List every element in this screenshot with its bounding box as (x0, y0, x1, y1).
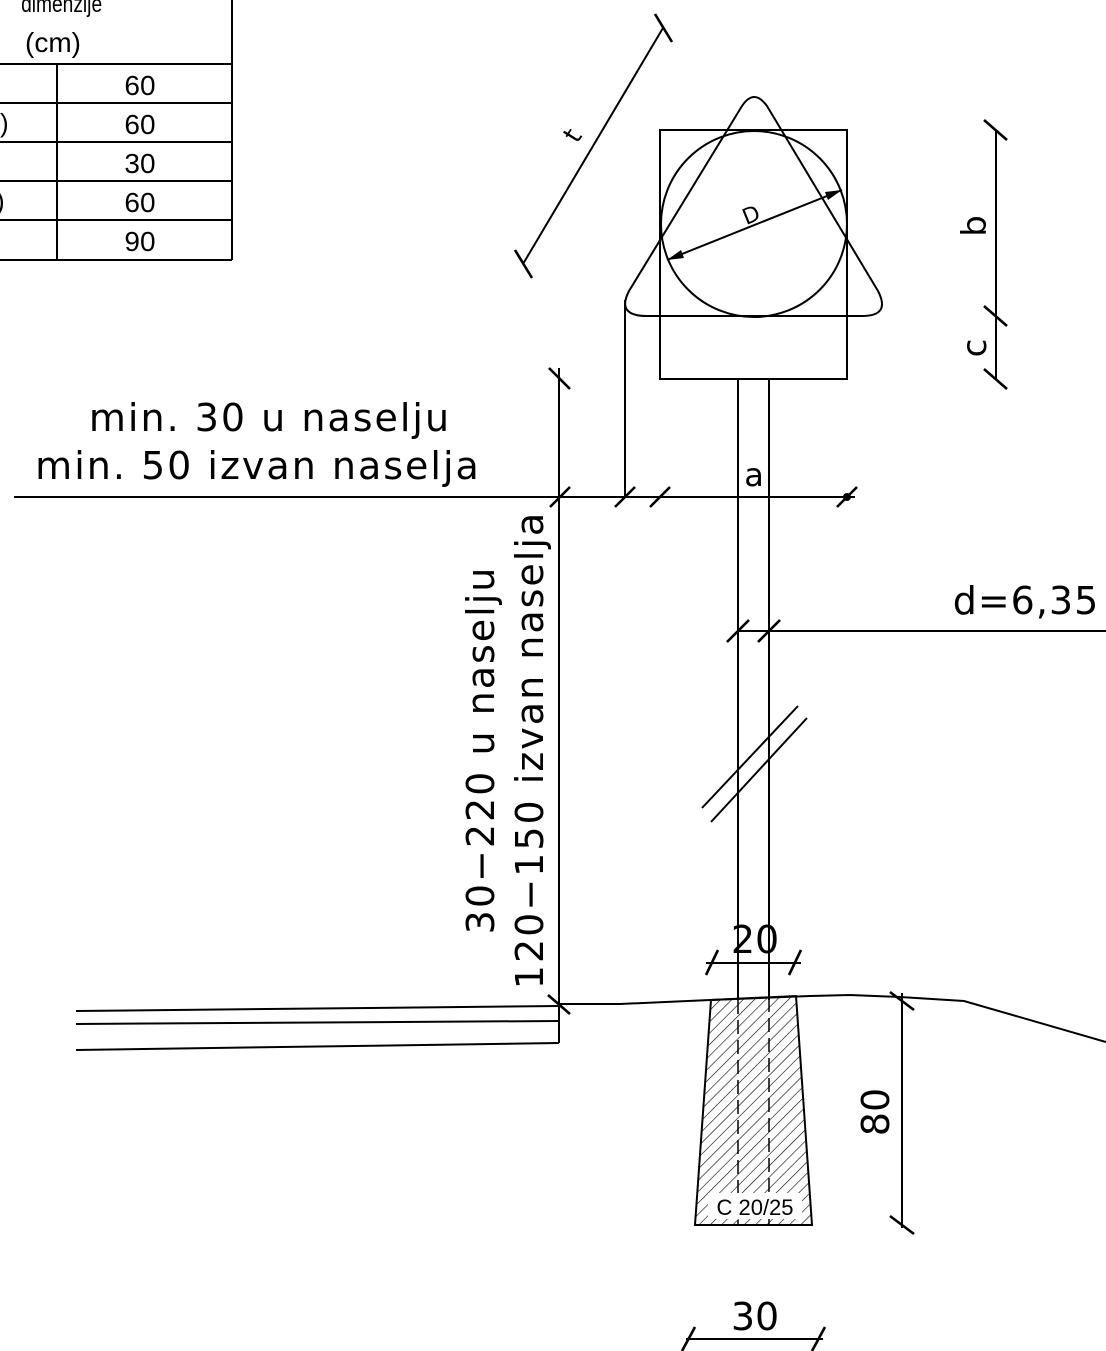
height-dimension: 30−220 u naselju 120−150 izvan naselja (459, 367, 571, 1043)
table-row-value: 90 (124, 226, 155, 257)
table-header-line2: (cm) (25, 27, 81, 58)
foundation-width-dimension: 30 (680, 1295, 827, 1351)
table-row-value: 60 (124, 187, 155, 218)
table-row-key: ) (0, 108, 9, 138)
label-D: D (739, 201, 764, 231)
label-20: 20 (731, 918, 779, 962)
foundation: C 20/25 (693, 994, 814, 1226)
base-width-dimension: 20 (704, 918, 803, 976)
foundation-depth-dimension: 80 (854, 990, 915, 1236)
concrete-class: C 20/25 (716, 1195, 793, 1220)
dimension-t: t (513, 13, 674, 279)
table-row-value: 60 (124, 109, 155, 140)
table-row-value: 30 (124, 148, 155, 179)
table-header-line1: dimenzije (21, 0, 102, 18)
height-text-line1: 30−220 u naselju (459, 566, 503, 935)
sign-plate: D (624, 96, 883, 380)
sign-post (701, 379, 808, 1000)
label-30: 30 (731, 1295, 779, 1339)
label-b: b (955, 215, 995, 237)
dimension-table: dimenzije (cm) ) ) 60 60 30 60 90 (0, 0, 233, 261)
label-c: c (955, 339, 995, 358)
label-t: t (558, 123, 589, 148)
clearance-text-line2: min. 50 izvan naselja (35, 444, 481, 488)
label-80: 80 (854, 1088, 898, 1136)
table-row-key: ) (0, 186, 5, 216)
road-and-ground (75, 993, 1106, 1051)
label-d: d=6,35 (953, 579, 1100, 623)
clearance-dimension: a min. 30 u naselju min. 50 izvan naselj… (14, 300, 858, 508)
clearance-text-line1: min. 30 u naselju (89, 396, 451, 440)
label-a: a (744, 456, 764, 494)
diameter-dimension: d=6,35 (726, 579, 1106, 643)
height-text-line2: 120−150 izvan naselja (508, 511, 552, 989)
table-row-value: 60 (124, 70, 155, 101)
dimension-b-c: b c (955, 119, 1008, 390)
